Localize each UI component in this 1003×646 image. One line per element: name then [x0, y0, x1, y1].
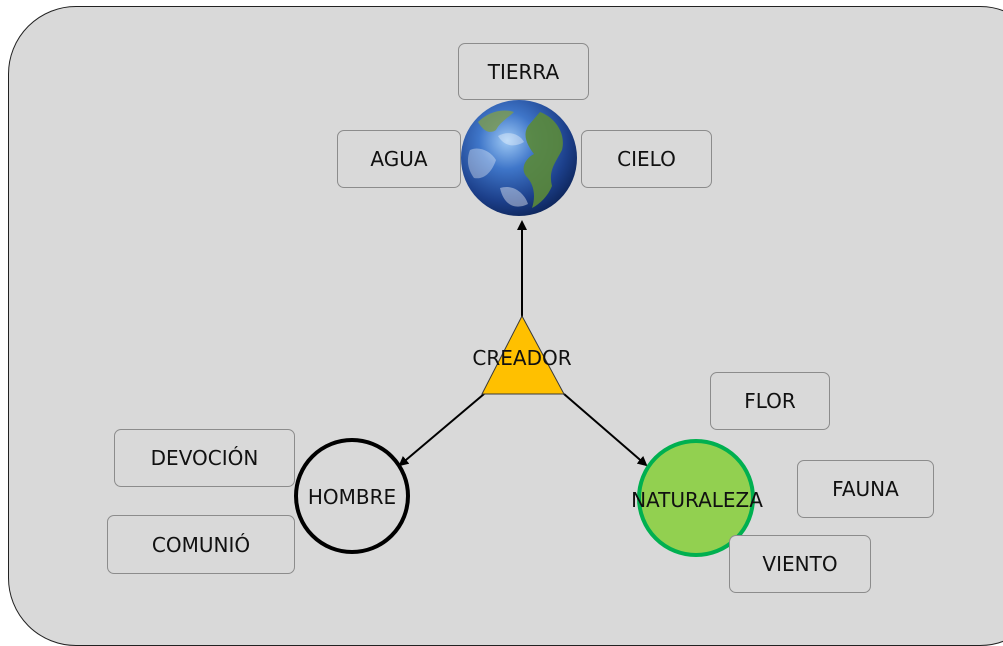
hombre-circle [294, 438, 410, 554]
connections-layer [294, 100, 755, 557]
naturaleza-label: NATURALEZA [631, 488, 763, 512]
hombre-label: HOMBRE [307, 485, 397, 509]
creador-triangle [481, 314, 565, 395]
arrow-to-hombre [398, 393, 485, 467]
flor-box: FLOR [710, 372, 830, 430]
cielo-box: CIELO [581, 130, 712, 188]
fauna-box: FAUNA [797, 460, 934, 518]
comunio-box: COMUNIÓ [107, 515, 295, 574]
earth-globe-icon [461, 100, 577, 216]
arrow-to-naturaleza [563, 393, 648, 467]
viento-box: VIENTO [729, 535, 871, 593]
diagram-canvas: TIERRA AGUA CIELO DEVOCIÓN COMUNIÓ FLOR … [8, 6, 1003, 646]
creador-label: CREADOR [472, 346, 572, 370]
naturaleza-circle [637, 439, 755, 557]
devocion-box: DEVOCIÓN [114, 429, 295, 487]
agua-box: AGUA [337, 130, 461, 188]
tierra-box: TIERRA [458, 43, 589, 100]
